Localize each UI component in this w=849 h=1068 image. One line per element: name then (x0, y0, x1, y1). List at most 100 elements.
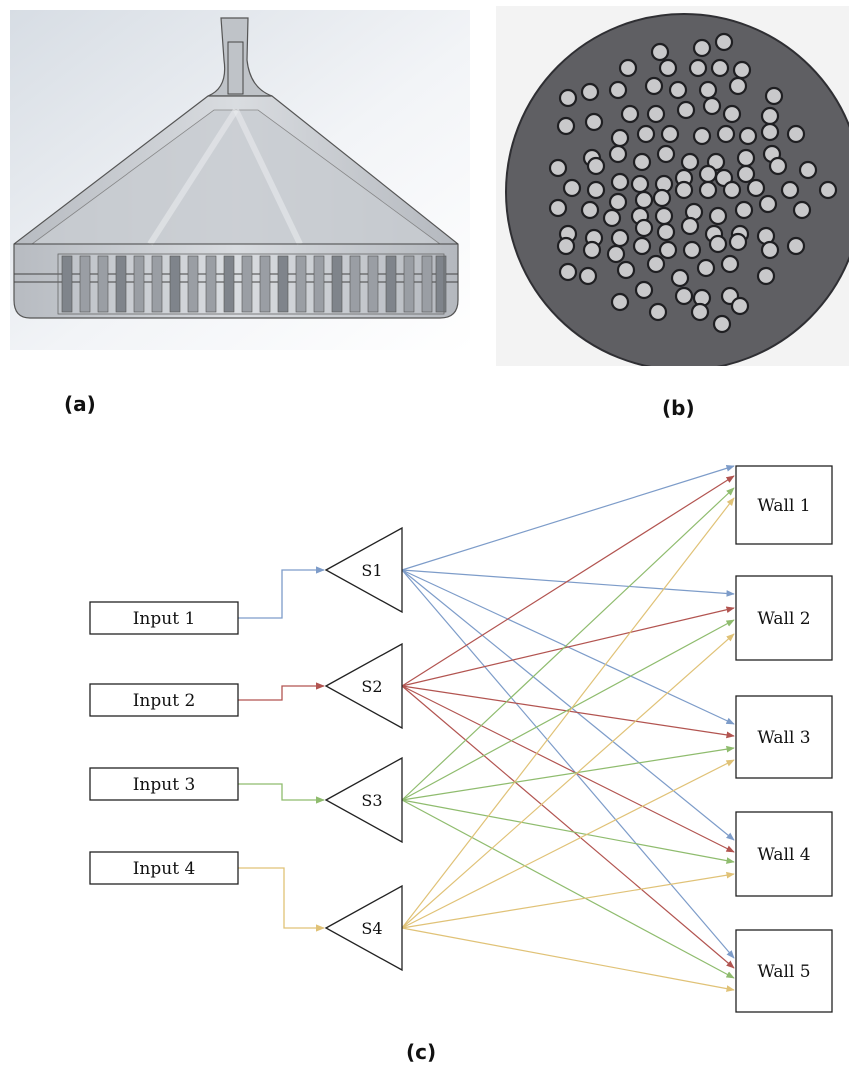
nozzle-pipe (367, 255, 379, 313)
plate-hole (756, 266, 776, 286)
nozzle-pipe (79, 255, 91, 313)
plate-hole (580, 82, 600, 102)
plate-hole (702, 96, 722, 116)
plate-hole (548, 198, 568, 218)
plate-hole (736, 148, 756, 168)
caption-b: (b) (662, 396, 695, 420)
nozzle-pipe (97, 255, 109, 313)
s3-to-wall-5-line (401, 799, 735, 979)
plate-hole (728, 76, 748, 96)
plate-hole (548, 158, 568, 178)
splitter-triangle (324, 884, 403, 972)
plate-hole (620, 104, 640, 124)
plate-hole (734, 200, 754, 220)
plate-hole (760, 240, 780, 260)
plate-hole (722, 104, 742, 124)
input-box (89, 767, 239, 801)
s2-to-wall-5-line (401, 685, 735, 969)
plate-hole (680, 216, 700, 236)
nozzle-pipe (331, 255, 343, 313)
wall-5-node: Wall 5 (735, 929, 833, 1013)
wall-1-node: Wall 1 (735, 465, 833, 545)
plate-hole (798, 160, 818, 180)
plate-hole (616, 260, 636, 280)
plate-hole (722, 180, 742, 200)
nozzle-pipe (295, 255, 307, 313)
input-2-node: Input 2 (89, 683, 239, 717)
plate-hole (608, 144, 628, 164)
nozzle-pipe (435, 255, 447, 313)
plate-hole (660, 124, 680, 144)
plate-hole (634, 218, 654, 238)
plate-hole (696, 258, 716, 278)
plate-holes (548, 32, 838, 334)
s1-to-wall-2-line (401, 569, 735, 597)
s4-to-wall-2-line (401, 633, 735, 929)
plate-hole (680, 152, 700, 172)
splitter-label: S4 (361, 919, 382, 938)
nozzle-pipe (187, 255, 199, 313)
plate-hole (760, 106, 780, 126)
nozzle-pipe (313, 255, 325, 313)
s3-to-wall-1-line (401, 487, 735, 801)
plate-hole (712, 314, 732, 334)
plate-hole (714, 32, 734, 52)
s4-to-wall-4-line (401, 871, 735, 929)
plate-hole (556, 236, 576, 256)
input-box (89, 683, 239, 717)
plate-hole (586, 180, 606, 200)
plate-hole (584, 112, 604, 132)
nozzle-pipe (421, 255, 433, 313)
plate-hole (646, 254, 666, 274)
plate-hole (728, 232, 748, 252)
splitter-label: S3 (361, 791, 382, 810)
input-4-node: Input 4 (89, 851, 239, 885)
nozzle-pipe (385, 255, 397, 313)
plate-hole (708, 234, 728, 254)
splitter-triangle (324, 526, 403, 614)
wall-3-node: Wall 3 (735, 695, 833, 779)
splitter-triangle (324, 756, 403, 844)
nozzle-pipe (205, 255, 217, 313)
plate-hole (698, 80, 718, 100)
plate-hole (786, 124, 806, 144)
wall-box (735, 811, 833, 897)
splitter-s1-node: S1 (324, 526, 403, 614)
caption-c: (c) (406, 1040, 437, 1064)
s3-to-wall-3-line (401, 745, 735, 801)
input-label: Input 3 (133, 775, 196, 795)
plate-hole (690, 302, 710, 322)
input-label: Input 2 (133, 691, 196, 711)
s3-to-wall-2-line (401, 619, 735, 801)
plate-hole (610, 128, 630, 148)
plate-hole (698, 164, 718, 184)
plate-hole (720, 254, 740, 274)
nozzle-pipe (115, 255, 127, 313)
wall-label: Wall 4 (757, 845, 810, 865)
plate-hole (792, 200, 812, 220)
input-label: Input 1 (133, 609, 196, 629)
plate-hole (764, 86, 784, 106)
input-box (89, 851, 239, 885)
plate-hole (656, 144, 676, 164)
plate-hole (786, 236, 806, 256)
plate-hole (716, 124, 736, 144)
plate-hole (606, 244, 626, 264)
wall-box (735, 929, 833, 1013)
s2-to-wall-4-line (401, 685, 735, 853)
plate-hole (656, 222, 676, 242)
plate-hole (674, 180, 694, 200)
plate-hole (668, 80, 688, 100)
plate-hole (658, 58, 678, 78)
plate-hole (732, 60, 752, 80)
plate-hole (658, 240, 678, 260)
plate-hole (818, 180, 838, 200)
plate-hole (758, 194, 778, 214)
s2-to-wall-2-line (401, 606, 735, 687)
plate-hole (630, 174, 650, 194)
plate-hole (636, 124, 656, 144)
plate-hole (558, 88, 578, 108)
plate-hole (692, 126, 712, 146)
